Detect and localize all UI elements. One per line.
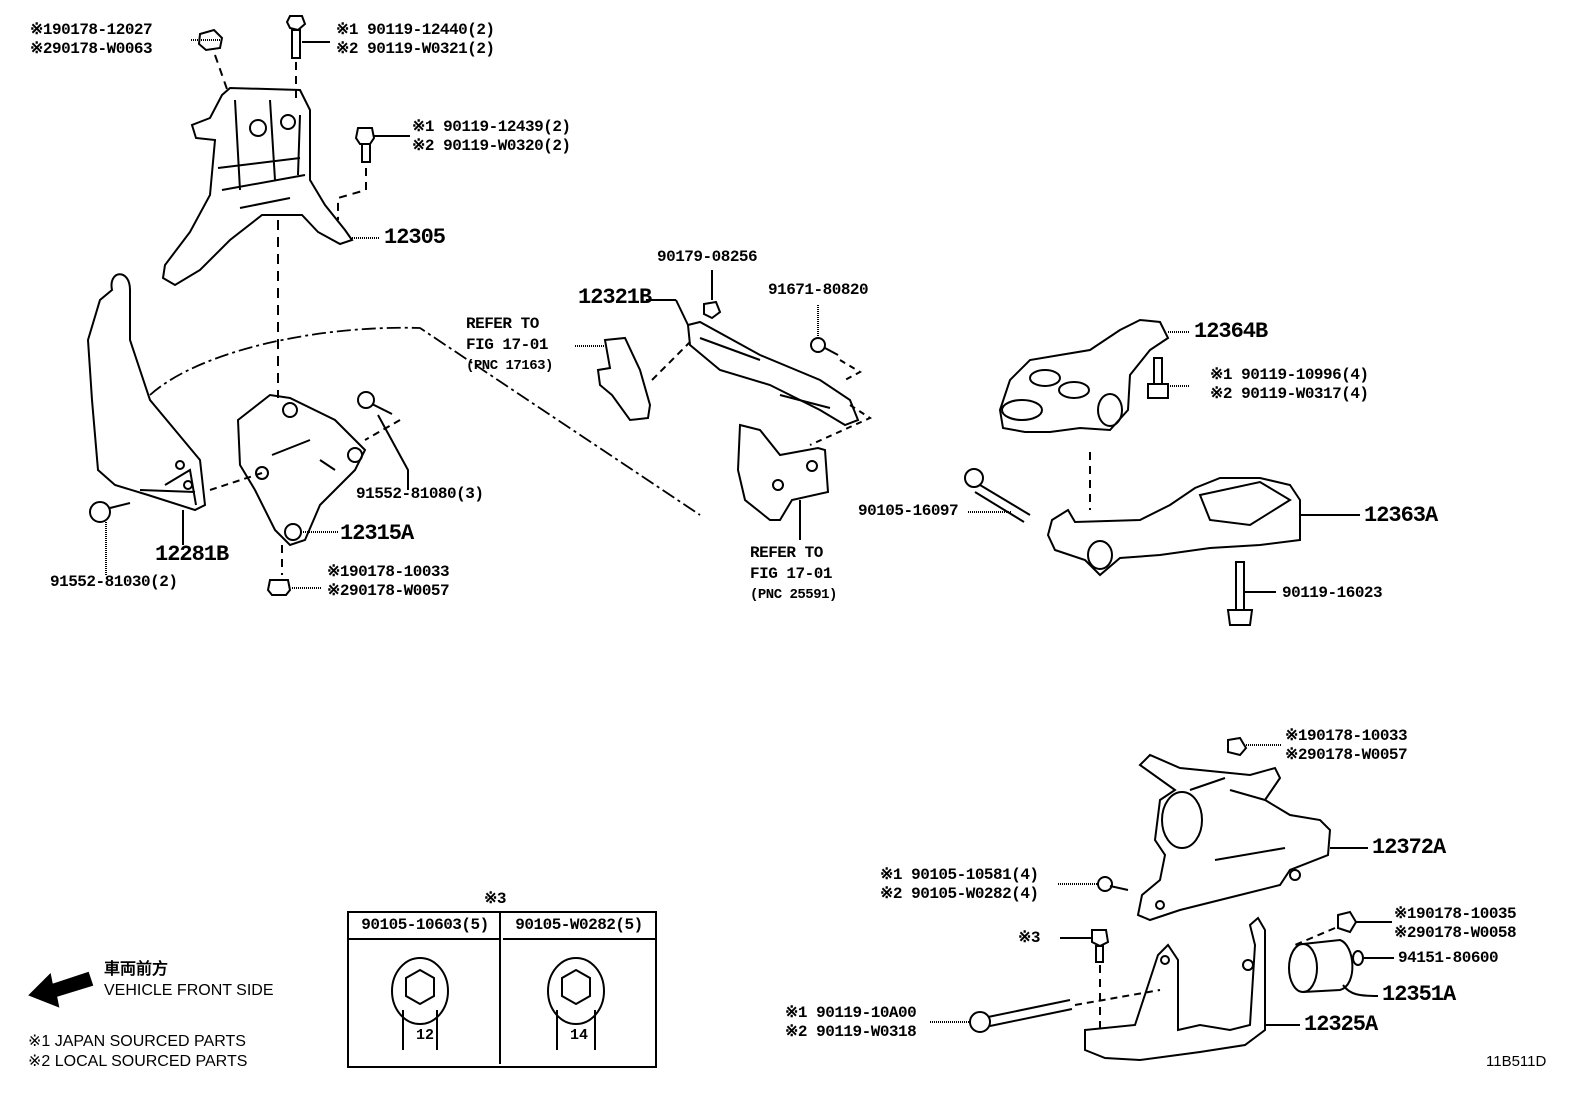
callout-bracket-12281B: 12281B <box>155 542 229 567</box>
bracket-12325A-drawing <box>1084 916 1300 1062</box>
callout-rod-12363A: 12363A <box>1364 503 1438 528</box>
bracket-12364B-drawing <box>998 318 1190 433</box>
callout-mount-12305: 12305 <box>384 225 446 250</box>
bolt-91671-drawing <box>809 305 873 446</box>
callout-nut-top-left: ※190178-12027※290178-W0063 <box>30 21 153 58</box>
callout-bolt-91671: 91671-80820 <box>768 281 869 299</box>
nut-90179-drawing <box>703 270 722 320</box>
bracket-refer-25591-drawing <box>736 423 830 540</box>
stopper-12351A-drawing <box>1288 938 1379 997</box>
nut-center-drawing <box>266 579 322 596</box>
bracket-refer-17163-drawing <box>575 336 691 422</box>
bolt-90119-10996-drawing <box>1147 357 1190 399</box>
callout-bracket-12315A: 12315A <box>340 521 414 546</box>
callout-bracket-12321B: 12321B <box>578 285 652 310</box>
bolt-90105-10581-drawing <box>1058 876 1129 892</box>
direction-en: VEHICLE FRONT SIDE <box>104 982 274 999</box>
torque-rod-12363A-drawing <box>1046 477 1360 577</box>
bolt-90119-10A00-drawing <box>930 989 1161 1033</box>
callout-bolt-91552-81080: 91552-81080(3) <box>356 485 484 503</box>
callout-bracket-12364B: 12364B <box>1194 319 1268 344</box>
callout-bracket-12325A: 12325A <box>1304 1012 1378 1037</box>
bolt-upper-right-drawing <box>337 127 410 220</box>
callout-stopper-12351A: 12351A <box>1382 982 1456 1007</box>
note3-part-1: 90105-10603(5) <box>349 913 501 940</box>
note3-part-2: 90105-W0282(5) <box>503 913 655 940</box>
callout-bolt-90105-16097: 90105-16097 <box>858 502 959 520</box>
note3-column-2: 90105-W0282(5) 14 <box>503 913 655 1066</box>
legend-note2: ※2 LOCAL SOURCED PARTS <box>28 1053 248 1070</box>
figure-code: 11B511D <box>1486 1053 1547 1070</box>
note3-size-2: 14 <box>569 1027 588 1044</box>
bolt-91552-81030-drawing <box>89 501 131 575</box>
bolt-top-drawing <box>285 15 330 100</box>
nut-lower-right-drawing <box>1227 736 1282 757</box>
callout-bolt-note3: ※3 <box>1018 929 1041 947</box>
callout-bolt-top: ※1 90119-12440(2)※2 90119-W0321(2) <box>336 21 495 58</box>
note3-table: 90105-10603(5) 12 90105-W0282(5) 14 <box>347 911 657 1068</box>
legend-note1: ※1 JAPAN SOURCED PARTS <box>28 1033 246 1050</box>
bracket-12315A-drawing <box>236 393 367 547</box>
bolt-91552-81080-drawing <box>357 391 409 490</box>
callout-bolt-90105-10581: ※1 90105-10581(4)※2 90105-W0282(4) <box>880 866 1039 903</box>
note3-title: ※3 <box>484 890 507 908</box>
callout-washer-94151: 94151-80600 <box>1398 949 1499 967</box>
bracket-12281B-drawing <box>86 273 207 512</box>
engine-mount-12372A-drawing <box>1136 753 1368 922</box>
bracket-12321B-drawing <box>646 299 860 427</box>
nut-top-left-drawing <box>190 28 229 93</box>
callout-nut-90179: 90179-08256 <box>657 248 758 266</box>
callout-bolt-upper-right: ※1 90119-12439(2)※2 90119-W0320(2) <box>412 118 571 155</box>
callout-bolt-90119-10996: ※1 90119-10996(4)※2 90119-W0317(4) <box>1210 366 1369 403</box>
direction-jp: 車両前方 <box>104 961 169 978</box>
callout-nut-lower-right: ※190178-10033※290178-W0057 <box>1285 727 1408 764</box>
callout-bolt-91552-81030: 91552-81030(2) <box>50 573 178 591</box>
note3-column-1: 90105-10603(5) 12 <box>349 913 501 1066</box>
arrow-left-icon <box>28 971 94 1008</box>
note3-size-1: 12 <box>415 1027 434 1044</box>
callout-bolt-90119-16023: 90119-16023 <box>1282 584 1383 602</box>
bolt-90105-16097-drawing <box>964 468 1031 523</box>
washer-94151-drawing <box>1352 950 1394 966</box>
callout-bolt-90119-10A00: ※1 90119-10A00※2 90119-W0318 <box>785 1004 917 1041</box>
callout-mount-12372A: 12372A <box>1372 835 1446 860</box>
callout-nut-center: ※190178-10033※290178-W0057 <box>327 563 450 600</box>
nut-90178-10035-drawing <box>1294 910 1392 946</box>
bolt-90119-16023-drawing <box>1226 561 1276 626</box>
callout-nut-90178-10035: ※190178-10035※290178-W0058 <box>1394 905 1517 942</box>
engine-mount-12305-drawing <box>161 86 354 287</box>
bolt-note3-drawing <box>1060 929 1110 1030</box>
